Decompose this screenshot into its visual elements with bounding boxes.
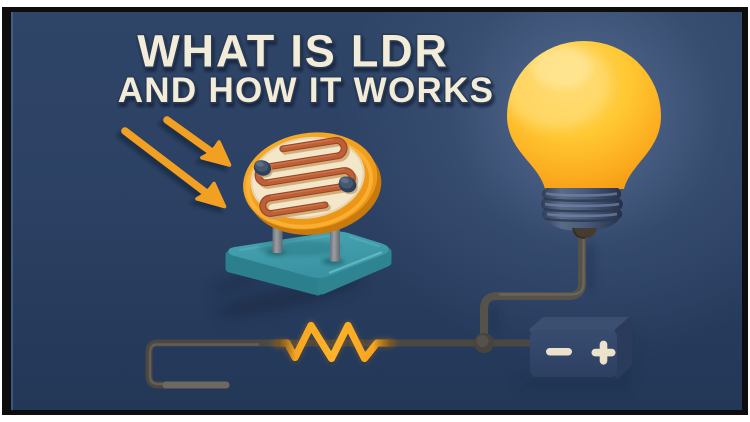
svg-text:WHAT IS LDR: WHAT IS LDR — [137, 26, 448, 77]
svg-text:AND HOW IT WORKS: AND HOW IT WORKS — [118, 71, 495, 110]
